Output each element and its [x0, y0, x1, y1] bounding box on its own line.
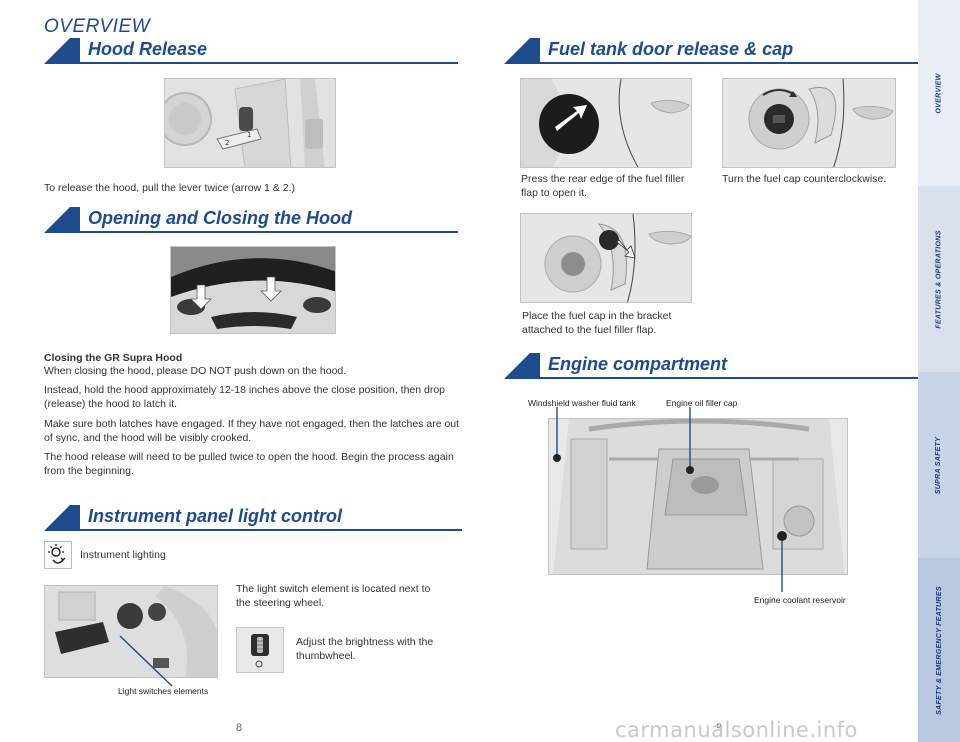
fuel-cap-bracket-photo: [520, 213, 692, 303]
svg-text:1: 1: [247, 131, 251, 139]
hood-closing-photo: [170, 246, 336, 334]
closing-subheading: Closing the GR Supra Hood: [44, 352, 183, 364]
sidebar-tab-features[interactable]: FEATURES & OPERATIONS: [918, 186, 960, 372]
light-switch-callout-line: [119, 635, 173, 687]
opening-closing-heading: Opening and Closing the Hood: [44, 207, 458, 233]
closing-p3: Make sure both latches have engaged. If …: [44, 418, 460, 444]
fuel-caption-1: Press the rear edge of the fuel filler f…: [521, 173, 685, 199]
sidebar-tab-emergency[interactable]: SAFETY & EMERGENCY FEATURES: [918, 558, 960, 742]
engine-compartment-photo: [548, 418, 848, 575]
overview-title: OVERVIEW: [44, 16, 151, 37]
fuel-heading: Fuel tank door release & cap: [504, 38, 918, 64]
callout-coolant-reservoir: Engine coolant reservoir: [754, 595, 846, 605]
callout-washer-fluid: Windshield washer fluid tank: [528, 398, 636, 408]
hood-release-photo: 2 1: [164, 78, 336, 168]
hood-release-caption: To release the hood, pull the lever twic…: [44, 182, 295, 194]
light-switch-callout: Light switches elements: [118, 686, 209, 696]
hood-release-title: Hood Release: [88, 39, 208, 59]
fuel-cap-bracket-illustration: [521, 214, 691, 302]
light-switch-photo: [44, 585, 218, 678]
instrument-lighting-icon: [44, 541, 72, 569]
engine-heading: Engine compartment: [504, 353, 918, 379]
fuel-caption-2: Turn the fuel cap counterclockwise.: [722, 173, 887, 185]
fuel-flap-press-illustration: [521, 79, 691, 167]
engine-title: Engine compartment: [548, 354, 728, 374]
sidebar-label-features: FEATURES & OPERATIONS: [935, 229, 943, 329]
instrument-panel-heading: Instrument panel light control: [44, 505, 462, 531]
instrument-lighting-label: Instrument lighting: [80, 549, 166, 561]
thumbwheel-text: Adjust the brightness with the thumbwhee…: [296, 636, 434, 662]
closing-p4: The hood release will need to be pulled …: [44, 451, 454, 477]
thumbwheel-icon: [236, 627, 284, 673]
sidebar-tab-overview[interactable]: OVERVIEW: [918, 0, 960, 186]
hood-lever-illustration: 2 1: [165, 79, 335, 167]
engine-callout-lines: [553, 407, 787, 592]
sidebar-label-supra-safety: SUPRA SAFETY: [935, 436, 943, 494]
opening-closing-title: Opening and Closing the Hood: [88, 208, 352, 228]
chapter-sidebar: OVERVIEW FEATURES & OPERATIONS SUPRA SAF…: [918, 0, 960, 742]
callout-oil-filler: Engine oil filler cap: [666, 398, 738, 408]
fuel-cap-turn-photo: [722, 78, 896, 168]
hood-closing-illustration: [171, 247, 335, 333]
closing-p1: When closing the hood, please DO NOT pus…: [44, 365, 347, 377]
fuel-cap-turn-illustration: [723, 79, 895, 167]
fuel-flap-press-photo: [520, 78, 692, 168]
light-switch-text: The light switch element is located next…: [236, 583, 431, 609]
sidebar-label-emergency: SAFETY & EMERGENCY FEATURES: [935, 585, 943, 715]
fuel-caption-3: Place the fuel cap in the bracket attach…: [522, 310, 672, 336]
svg-text:2: 2: [225, 139, 229, 147]
sidebar-label-overview: OVERVIEW: [935, 72, 943, 114]
closing-p2: Instead, hold the hood approximately 12-…: [44, 384, 446, 410]
instrument-panel-title: Instrument panel light control: [88, 506, 343, 526]
fuel-title: Fuel tank door release & cap: [548, 39, 794, 59]
watermark: carmanualsonline.info: [615, 718, 858, 742]
hood-release-heading: Hood Release: [44, 38, 458, 64]
page-number-left: 8: [236, 722, 243, 734]
light-switch-illustration: [45, 586, 217, 677]
engine-compartment-illustration: [549, 419, 847, 574]
page-number-right: 9: [716, 722, 723, 734]
sidebar-tab-supra-safety[interactable]: SUPRA SAFETY: [918, 372, 960, 558]
